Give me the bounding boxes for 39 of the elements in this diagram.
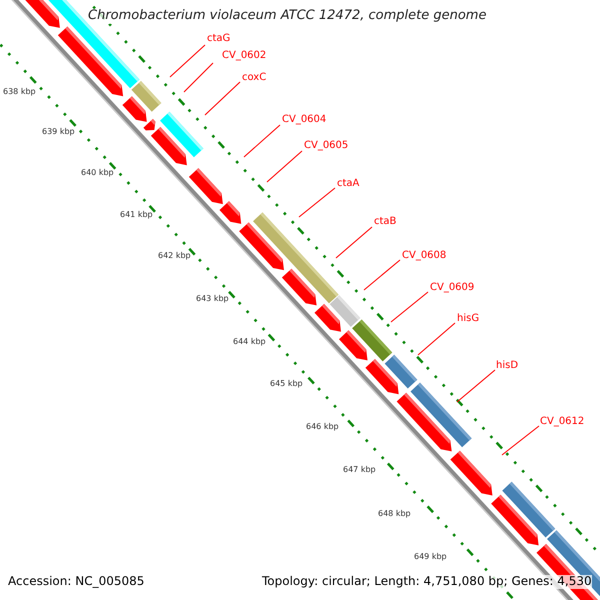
gene-label: CV_0609 [430,282,474,294]
leader-line [204,82,240,116]
gene-label: CV_0608 [402,250,446,262]
scale-label: 645 kbp [270,379,303,388]
scale-label: 644 kbp [233,337,266,346]
leader-line [170,44,206,78]
scale-label: 639 kbp [42,127,75,136]
leader-line [184,62,214,92]
scale-label: 646 kbp [306,422,339,432]
gene-label: CV_0604 [282,114,326,126]
leader-line [336,226,372,258]
gene-label: coxC [242,72,266,84]
footer-text: Accession: NC_005085 [8,575,144,589]
leader-line [418,322,456,356]
leader-line [456,370,496,402]
gene-label: hisD [496,360,518,372]
leader-line [502,426,540,456]
footer-text: Topology: circular; Length: 4,751,080 bp; Genes: 4,530 [262,575,592,589]
leader-line [298,188,336,218]
gene-label: CV_0605 [304,140,348,152]
title: Chromobacterium violaceum ATCC 12472, complete genome [88,9,486,24]
scale-label: 642 kbp [158,251,191,260]
gene-label: CV_0602 [222,50,266,62]
scale-label: 649 kbp [414,552,447,562]
scale-label: 638 kbp [3,87,36,96]
gene-label: ctaG [207,33,230,44]
scale-label: 648 kbp [378,509,411,518]
gene-label: ctaB [374,216,396,228]
gene-label: CV_0612 [540,416,584,428]
gene-label: hisG [457,313,480,324]
scale-label: 641 kbp [120,210,153,220]
leader-line [266,150,302,182]
leader-line [364,260,400,290]
scale-label: 640 kbp [81,168,114,178]
leader-line [390,292,428,322]
scale-label: 643 kbp [196,294,229,304]
leader-line [244,124,280,158]
scale-label: 647 kbp [343,465,376,474]
gene-label: ctaA [337,178,360,190]
